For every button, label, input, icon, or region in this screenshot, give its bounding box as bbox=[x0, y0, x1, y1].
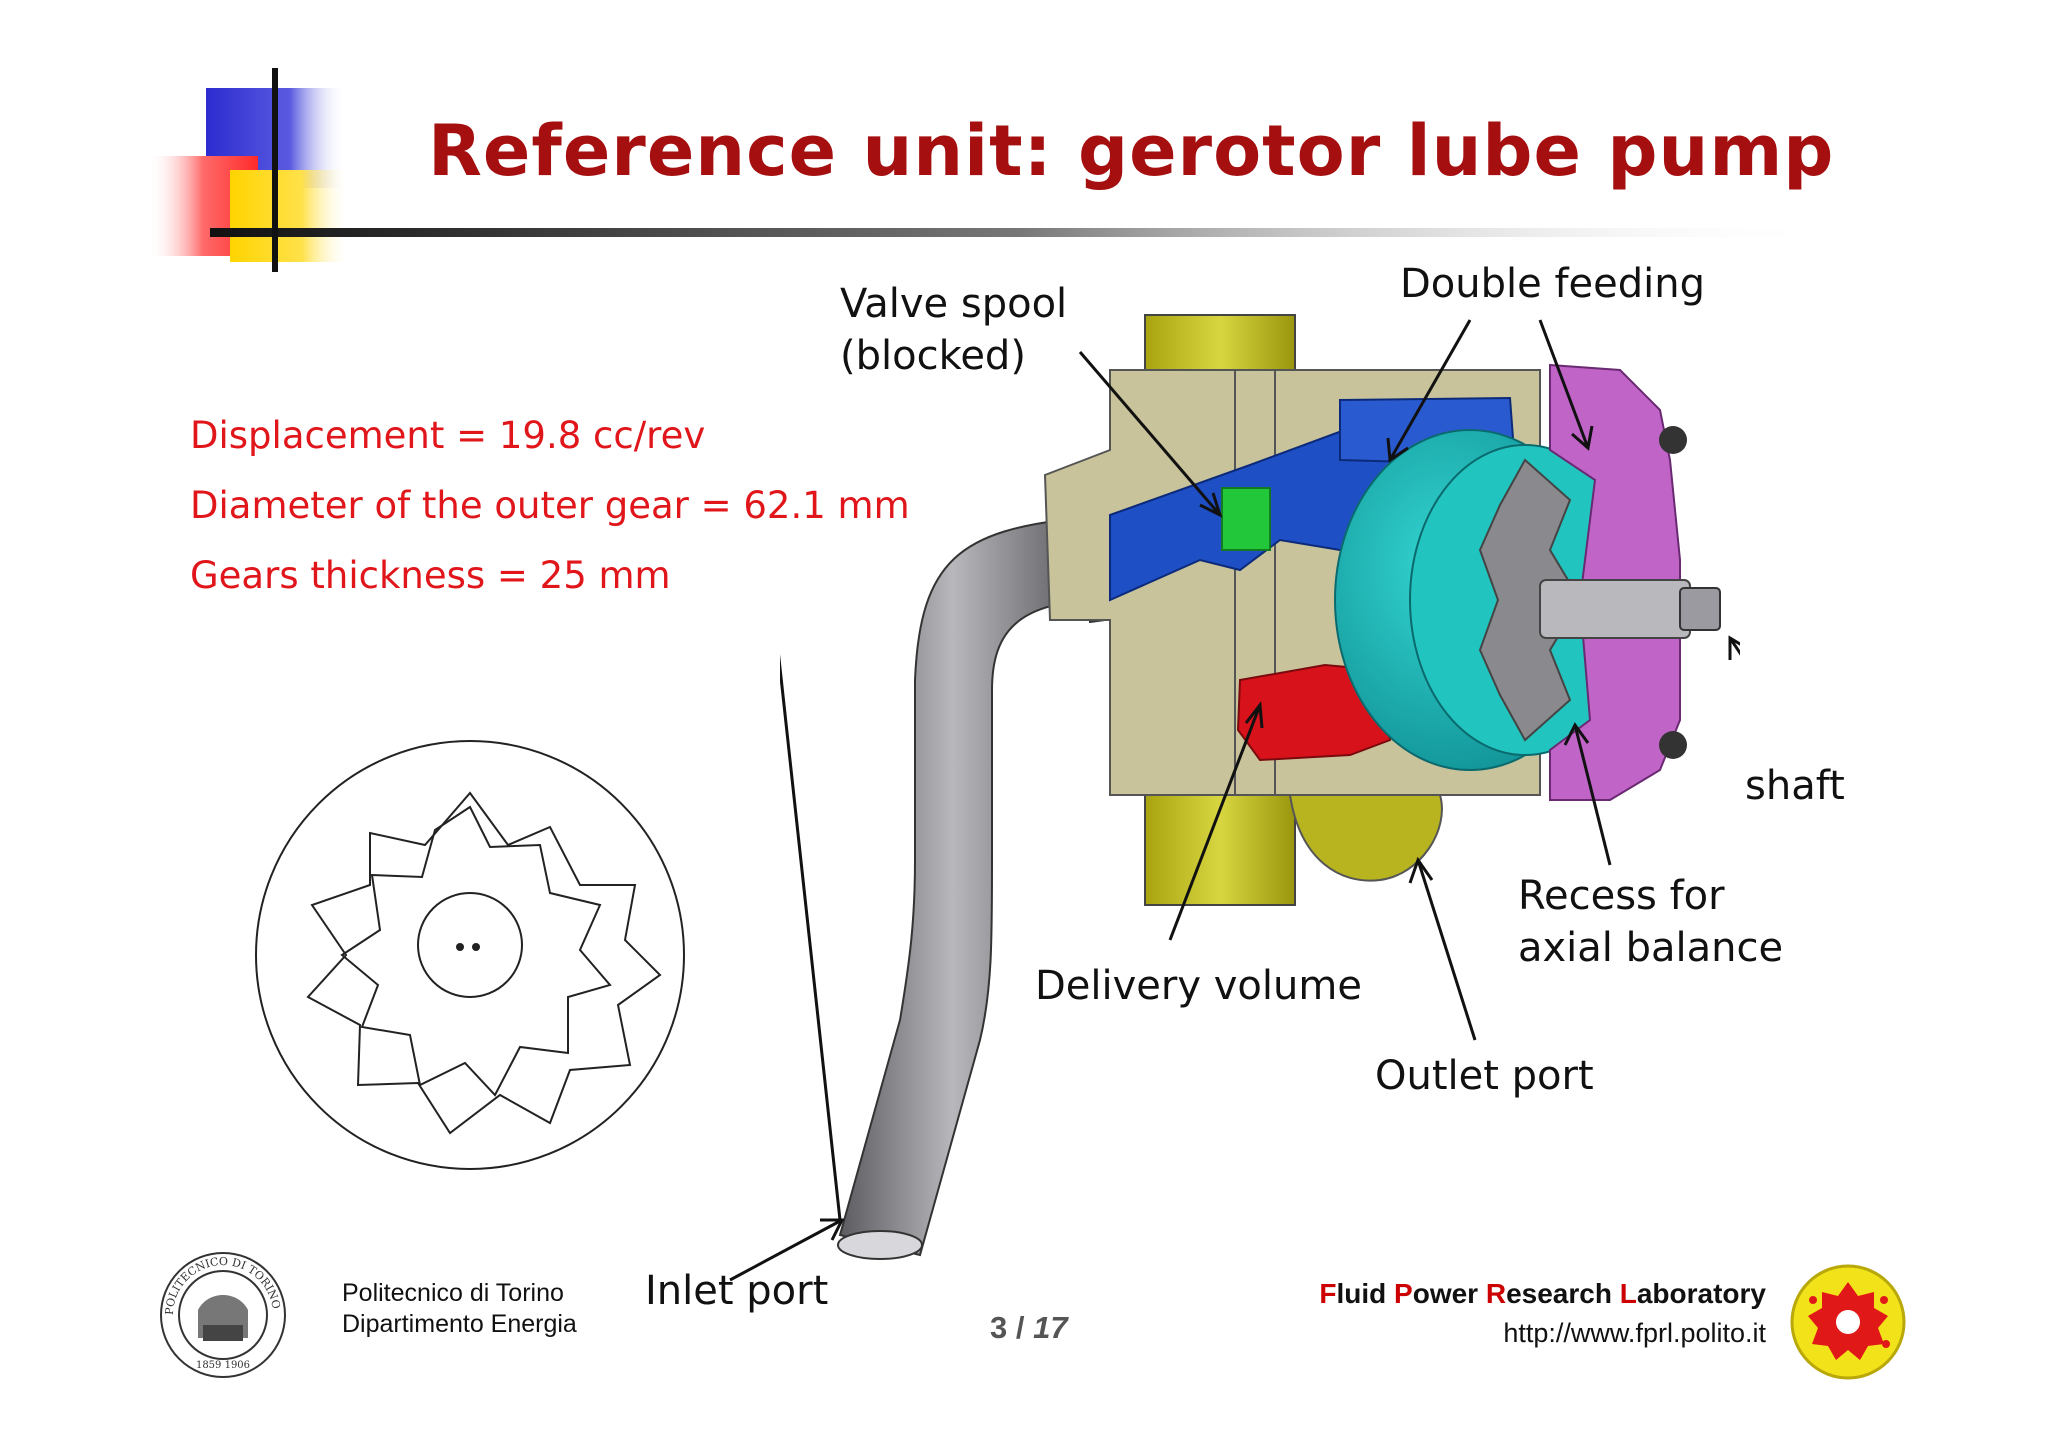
lab-url: http://www.fprl.polito.it bbox=[1503, 1318, 1766, 1348]
page-current: 3 bbox=[990, 1310, 1008, 1345]
page-separator: / bbox=[1007, 1310, 1034, 1345]
lab-cap-p: P bbox=[1394, 1278, 1413, 1309]
header-decoration bbox=[148, 68, 1830, 272]
page-title: Reference unit: gerotor lube pump bbox=[428, 110, 1835, 192]
lab-cap-r: R bbox=[1485, 1278, 1507, 1309]
lab-rest-4: aboratory bbox=[1636, 1278, 1766, 1309]
label-valve-spool-line2: (blocked) bbox=[840, 333, 1026, 379]
label-delivery-volume: Delivery volume bbox=[1035, 963, 1362, 1009]
institution-name: Politecnico di Torino bbox=[342, 1279, 564, 1307]
label-inlet-port: Inlet port bbox=[645, 1268, 829, 1314]
svg-text:1859 1906: 1859 1906 bbox=[196, 1360, 250, 1371]
lab-name: Fluid Power Research Laboratory bbox=[1319, 1278, 1766, 1310]
institution-block: Politecnico di Torino Dipartimento Energ… bbox=[342, 1278, 577, 1340]
lab-rest-2: ower bbox=[1412, 1278, 1486, 1309]
deco-yellow-square bbox=[230, 170, 350, 262]
label-recess-axial-balance: Recess for axial balance bbox=[1518, 870, 1783, 974]
deco-vertical-bar bbox=[272, 68, 278, 272]
lab-cap-l: L bbox=[1619, 1278, 1637, 1309]
pump-cross-section bbox=[780, 314, 1740, 1260]
page-number: 3 / 17 bbox=[990, 1310, 1068, 1346]
valve-spool bbox=[1221, 487, 1271, 551]
inner-gear bbox=[1478, 458, 1582, 742]
page-total: 17 bbox=[1033, 1310, 1068, 1345]
label-double-feeding: Double feeding bbox=[1400, 261, 1705, 307]
label-shaft: shaft bbox=[1745, 763, 1845, 809]
shaft bbox=[1539, 579, 1691, 639]
spec-gears-thickness: Gears thickness = 25 mm bbox=[190, 554, 671, 597]
lab-cap-f: F bbox=[1319, 1278, 1337, 1309]
label-valve-spool: Valve spool (blocked) bbox=[840, 278, 1067, 382]
lab-rest-1: luid bbox=[1336, 1278, 1395, 1309]
department-name: Dipartimento Energia bbox=[342, 1310, 577, 1338]
label-valve-spool-line1: Valve spool bbox=[840, 281, 1068, 327]
deco-horizontal-bar bbox=[210, 228, 1830, 237]
spec-displacement: Displacement = 19.8 cc/rev bbox=[190, 414, 706, 457]
inlet-arrow bbox=[729, 1218, 845, 1282]
university-seal: POLITECNICO DI TORINO 1859 1906 bbox=[160, 1252, 286, 1378]
label-outlet-port: Outlet port bbox=[1375, 1053, 1594, 1099]
lab-rest-3: esearch bbox=[1506, 1278, 1620, 1309]
label-recess-line1: Recess for bbox=[1518, 873, 1725, 919]
spec-outer-gear-diameter: Diameter of the outer gear = 62.1 mm bbox=[190, 484, 910, 527]
inlet-pipe bbox=[838, 516, 1092, 1257]
lab-logo bbox=[1790, 1264, 1906, 1380]
label-recess-line2: axial balance bbox=[1518, 925, 1784, 971]
outlet-bulge bbox=[1288, 794, 1443, 882]
delivery-volume bbox=[1236, 663, 1392, 762]
gerotor-gear-drawing bbox=[255, 740, 685, 1170]
